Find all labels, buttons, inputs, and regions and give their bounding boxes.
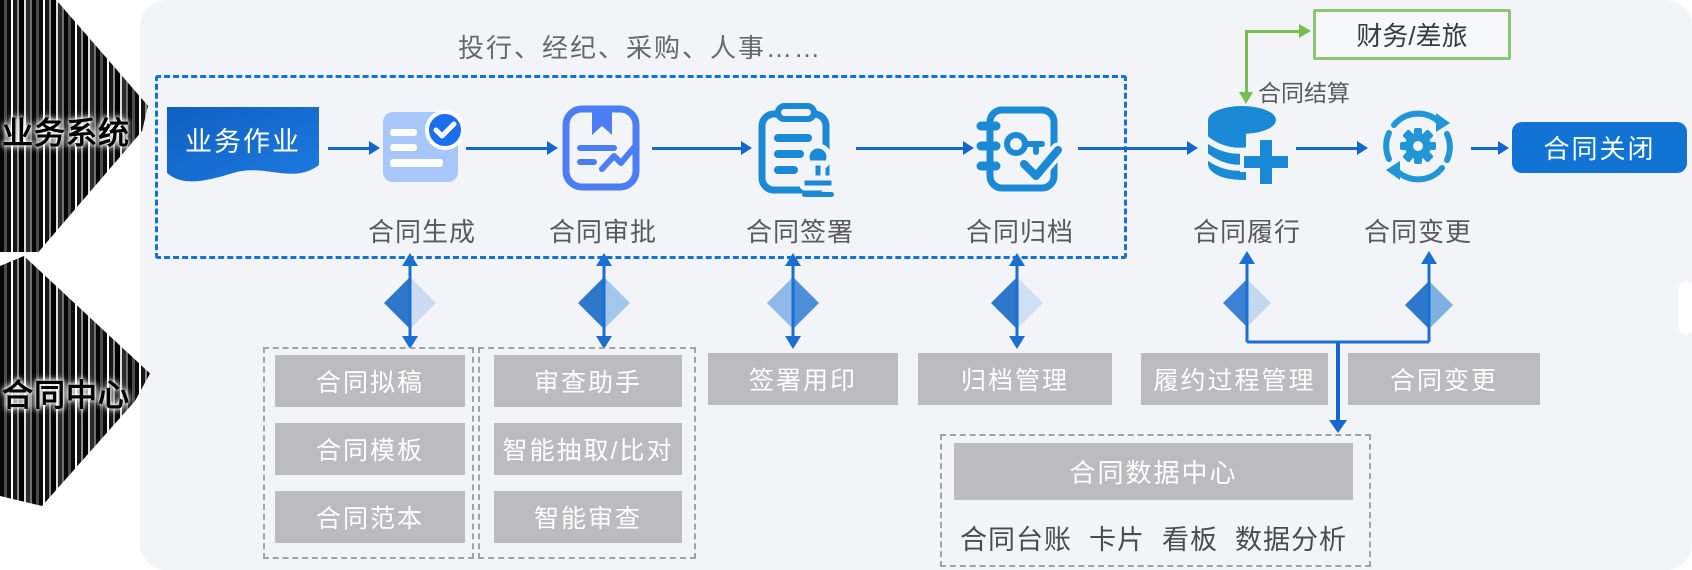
service-box-signing: 签署用印 [708,353,898,405]
finance-travel-box: 财务/差旅 [1313,9,1511,60]
service-box-archiving: 归档管理 [918,353,1112,405]
service-box-smart-review: 智能审查 [494,491,682,543]
settlement-arrow-vertical [1245,32,1248,94]
settlement-arrow-horizontal [1245,30,1301,33]
settlement-label: 合同结算 [1258,80,1350,106]
main-panel [140,0,1692,570]
stage-label-sign: 合同签署 [745,217,854,247]
sync-diamond-connector-3 [767,253,819,349]
doc-check-icon [383,110,463,182]
start-flag [167,107,319,191]
flow-arrow-3 [652,141,752,155]
merge-connector-to-data-center [1223,251,1453,433]
service-box-smart-extract: 智能抽取/比对 [494,423,682,475]
flag-shape-icon [167,107,319,182]
flow-arrow-7 [1471,141,1509,155]
service-box-template: 合同模板 [275,423,465,475]
start-flag-label: 业务作业 [185,127,301,157]
stage-label-archive: 合同归档 [965,217,1074,247]
business-systems-label: 业务系统 [2,116,130,151]
settlement-arrowhead-right [1299,24,1311,38]
data-center-title: 合同数据中心 [954,443,1353,500]
service-box-draft: 合同拟稿 [275,355,465,407]
stage-label-change: 合同变更 [1363,217,1472,247]
service-box-performance: 履约过程管理 [1141,353,1328,405]
service-box-change: 合同变更 [1348,353,1540,405]
flow-arrow-1 [328,141,380,155]
process-dashed-box [155,75,1127,259]
flow-arrow-4 [856,141,974,155]
stage-label-perform: 合同履行 [1192,217,1301,247]
contract-close-button: 合同关闭 [1512,122,1687,173]
data-center-items: 合同台账 卡片 看板 数据分析 [959,525,1347,555]
business-lines-caption: 投行、经纪、采购、人事…… [457,33,822,63]
sync-diamond-connector-2 [578,253,630,349]
data-center-box [940,434,1371,567]
review-group-box: 审查助手 智能抽取/比对 智能审查 [478,347,696,559]
service-box-model: 合同范本 [275,491,465,543]
archive-check-icon [976,106,1066,192]
flow-arrow-6 [1296,141,1368,155]
database-plus-icon [1203,106,1292,188]
book-approve-icon [562,105,640,191]
settlement-arrowhead-down [1239,92,1253,104]
contract-center-label: 合同中心 [2,378,130,413]
drafting-group-box: 合同拟稿 合同模板 合同范本 [263,347,474,559]
flow-arrow-5 [1078,141,1198,155]
flow-arrow-2 [466,141,558,155]
stage-label-generate: 合同生成 [367,217,476,247]
service-box-review-assistant: 审查助手 [494,355,682,407]
stage-label-approve: 合同审批 [548,217,657,247]
stamp-icon [758,103,837,197]
panel-edge-notch [1678,282,1692,334]
sync-diamond-connector-1 [384,253,436,349]
sync-gear-icon [1383,110,1453,183]
sync-diamond-connector-4 [991,253,1043,349]
